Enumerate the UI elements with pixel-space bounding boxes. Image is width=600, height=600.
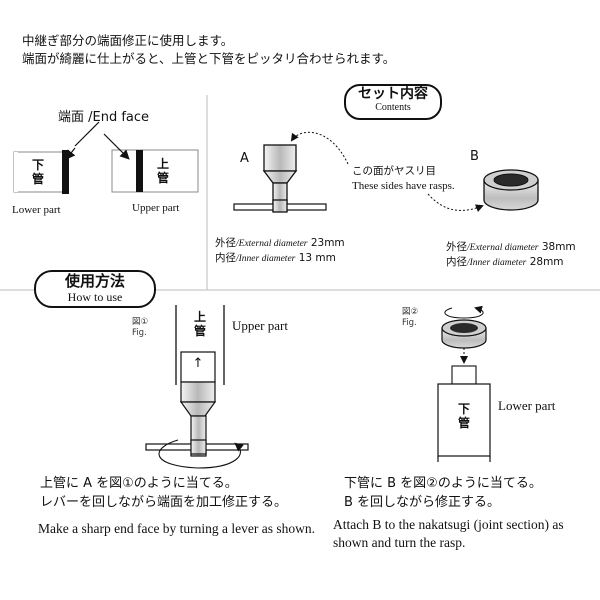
tool-a-inner-en: /Inner diameter bbox=[236, 254, 296, 264]
tool-b-outer-value: 38mm bbox=[541, 241, 576, 253]
lower-tube-label: 下 管 bbox=[30, 158, 46, 186]
fig2-label-en: Fig. bbox=[402, 318, 417, 328]
tool-b-outer-en: /External diameter bbox=[467, 243, 539, 253]
tool-a-outer-diameter: 外径/External diameter 23mm bbox=[215, 235, 345, 250]
tool-a-inner-diameter: 内径/Inner diameter 13 mm bbox=[215, 250, 336, 265]
tool-a-illustration bbox=[233, 131, 349, 213]
fig1-caption-en: Make a sharp end face by turning a lever… bbox=[38, 521, 316, 536]
tool-a-inner-jp: 内径 bbox=[215, 252, 236, 264]
fig2-illustration bbox=[437, 305, 491, 462]
fig1-illustration bbox=[145, 305, 249, 469]
tool-b-outer-diameter: 外径/External diameter 38mm bbox=[446, 239, 576, 254]
usage-badge: 使用方法 How to use bbox=[34, 270, 156, 308]
lower-part-label-top: Lower part bbox=[12, 204, 61, 216]
contents-subtitle: Contents bbox=[375, 102, 411, 113]
tool-a-outer-value: 23mm bbox=[310, 237, 345, 249]
tool-b-illustration bbox=[427, 169, 539, 212]
end-face-label: 端面 /End face bbox=[58, 110, 150, 125]
tool-a-outer-en: /External diameter bbox=[236, 239, 308, 249]
fig2-lower-part-label: Lower part bbox=[498, 398, 556, 413]
rasp-note-en: These sides have rasps. bbox=[352, 180, 455, 192]
lower-tube-char-2: 管 bbox=[31, 172, 44, 186]
tool-b-inner-en: /Inner diameter bbox=[467, 258, 527, 268]
lower-tube-char-1: 下 bbox=[31, 158, 44, 172]
fig2-caption-jp: 下管に B を図②のように当てる。 B を回しながら修正する。 bbox=[344, 474, 542, 512]
upper-part-label-top: Upper part bbox=[132, 202, 180, 214]
fig1-upper-char-2: 管 bbox=[193, 324, 206, 338]
fig1-up-arrow-icon: ↑ bbox=[192, 356, 204, 371]
upper-tube-label: 上 管 bbox=[155, 157, 171, 185]
fig2-lower-char-2: 管 bbox=[457, 416, 470, 430]
intro-line-1: 中継ぎ部分の端面修正に使用します。 bbox=[22, 33, 234, 48]
tool-a-outer-jp: 外径 bbox=[215, 237, 236, 249]
usage-subtitle: How to use bbox=[67, 290, 123, 304]
fig2-label-jp: 図② bbox=[402, 307, 419, 317]
fig1-label-jp: 図① bbox=[132, 317, 149, 327]
tool-b-inner-diameter: 内径/Inner diameter 28mm bbox=[446, 254, 564, 269]
fig2-lower-char-1: 下 bbox=[457, 402, 470, 416]
fig1-upper-tube-label: 上 管 bbox=[191, 310, 209, 338]
tool-b-outer-jp: 外径 bbox=[446, 241, 467, 253]
upper-tube-char-1: 上 bbox=[156, 157, 169, 171]
fig2-caption-jp-line2: B を回しながら修正する。 bbox=[344, 495, 501, 510]
fig2-label: 図② Fig. bbox=[402, 307, 418, 329]
fig2-caption-jp-line1: 下管に B を図②のように当てる。 bbox=[344, 476, 542, 491]
end-face-illustration bbox=[13, 121, 199, 194]
tool-b-inner-jp: 内径 bbox=[446, 256, 467, 268]
fig1-upper-part-label: Upper part bbox=[232, 318, 288, 333]
tool-b-inner-value: 28mm bbox=[529, 256, 564, 268]
fig1-upper-char-1: 上 bbox=[193, 310, 206, 324]
fig1-caption-jp-line1: 上管に A を図①のように当てる。 bbox=[40, 476, 238, 491]
fig1-caption-jp-line2: レバーを回しながら端面を加工修正する。 bbox=[40, 495, 288, 510]
upper-tube-char-2: 管 bbox=[156, 171, 169, 185]
rasp-note-jp: この面がヤスリ目 bbox=[352, 165, 436, 177]
tool-a-letter: A bbox=[240, 151, 249, 166]
fig1-label: 図① Fig. bbox=[132, 317, 148, 339]
usage-title: 使用方法 bbox=[64, 272, 125, 290]
contents-title: セット内容 bbox=[358, 86, 428, 102]
fig1-caption-jp: 上管に A を図①のように当てる。 レバーを回しながら端面を加工修正する。 bbox=[40, 474, 287, 512]
fig2-caption-en: Attach B to the nakatsugi (joint section… bbox=[333, 517, 564, 550]
tool-a-inner-value: 13 mm bbox=[298, 252, 336, 264]
contents-badge: セット内容 Contents bbox=[344, 84, 442, 120]
rasp-note: この面がヤスリ目 These sides have rasps. bbox=[352, 164, 455, 194]
intro-line-2: 端面が綺麗に仕上がると、上管と下管をピッタリ合わせられます。 bbox=[22, 51, 396, 66]
fig2-lower-tube-label: 下 管 bbox=[455, 402, 473, 430]
fig1-label-en: Fig. bbox=[132, 328, 147, 338]
tool-b-letter: B bbox=[470, 149, 479, 164]
